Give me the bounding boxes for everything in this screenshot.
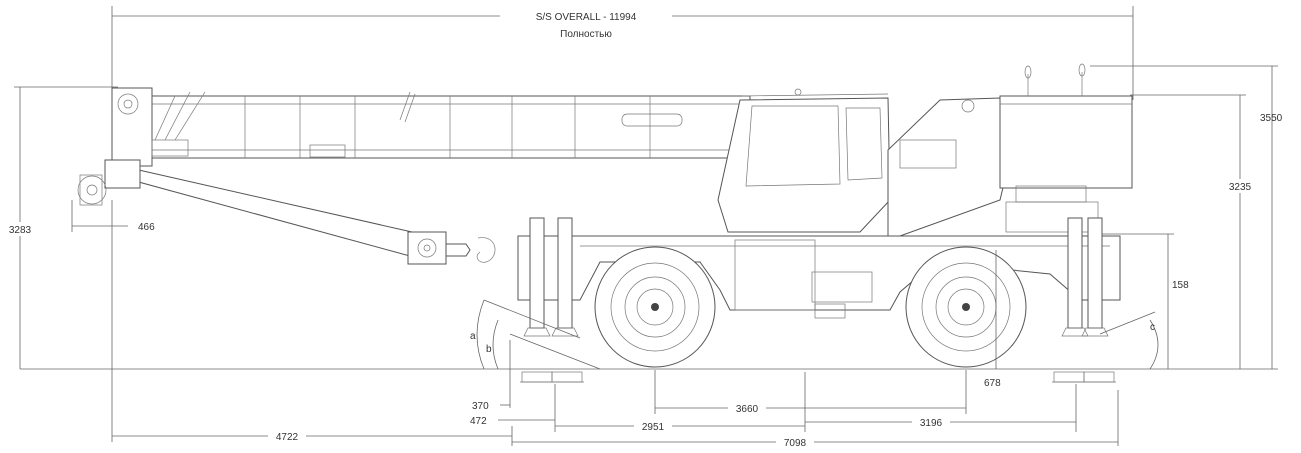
angle-a-label: a: [470, 331, 476, 342]
wheelbase-dimension: 3660: [654, 370, 967, 415]
outrigger-pad-dimension: 370: [472, 340, 511, 412]
height-boom-label: 3283: [9, 225, 32, 236]
boom: [111, 87, 751, 167]
rear-wheel: [905, 246, 1027, 368]
front-wheel: [594, 246, 716, 368]
rear-outrigger: [1052, 217, 1116, 383]
hook-block: [407, 231, 496, 265]
hook-offset-label: 466: [138, 222, 155, 233]
hook-offset-dimension: 466: [71, 200, 155, 233]
angle-b-label: b: [486, 344, 492, 355]
angle-c-label: c: [1150, 322, 1155, 333]
overall-length-label: 7098: [784, 438, 807, 448]
rear-axle-dimension: 3196: [805, 384, 1077, 432]
boom-overhang-label: 4722: [276, 432, 299, 443]
lower-jib: [77, 159, 413, 257]
overall-caption: Полностью: [560, 29, 612, 40]
departure-angle-markers: c: [1099, 311, 1159, 370]
front-offset-dimension: 472: [470, 384, 556, 432]
front-outrigger: [520, 217, 584, 383]
height-total-dimension: 3550: [1090, 65, 1283, 369]
overall-length-dimension: 7098: [511, 390, 1119, 449]
height-cab-dimension: 3235: [1130, 94, 1256, 369]
height-cab-label: 3235: [1229, 182, 1252, 193]
height-boom-dimension: 3283: [2, 86, 118, 369]
wheelbase-label: 3660: [736, 404, 759, 415]
height-total-label: 3550: [1260, 113, 1283, 124]
wheel-radius-dimension: 678: [984, 250, 1001, 389]
front-axle-label: 2951: [642, 422, 665, 433]
operator-cab: [717, 88, 891, 233]
overall-label: S/S OVERALL - 11994: [536, 12, 637, 23]
boom-overhang-dimension: 4722: [111, 200, 512, 443]
front-axle-dimension: 2951: [555, 372, 806, 433]
wheel-radius-label: 678: [984, 378, 1001, 389]
rear-axle-label: 3196: [920, 418, 943, 429]
front-offset-label: 472: [470, 416, 487, 427]
overall-dimension: S/S OVERALL - 11994 Полностью: [111, 6, 1134, 100]
ground-clearance-dimension: 158: [1100, 233, 1189, 369]
approach-angle-markers: a b: [470, 299, 601, 370]
outrigger-pad-label: 370: [472, 401, 489, 412]
upper-structure: [887, 63, 1133, 237]
ground-clearance-label: 158: [1172, 280, 1189, 291]
